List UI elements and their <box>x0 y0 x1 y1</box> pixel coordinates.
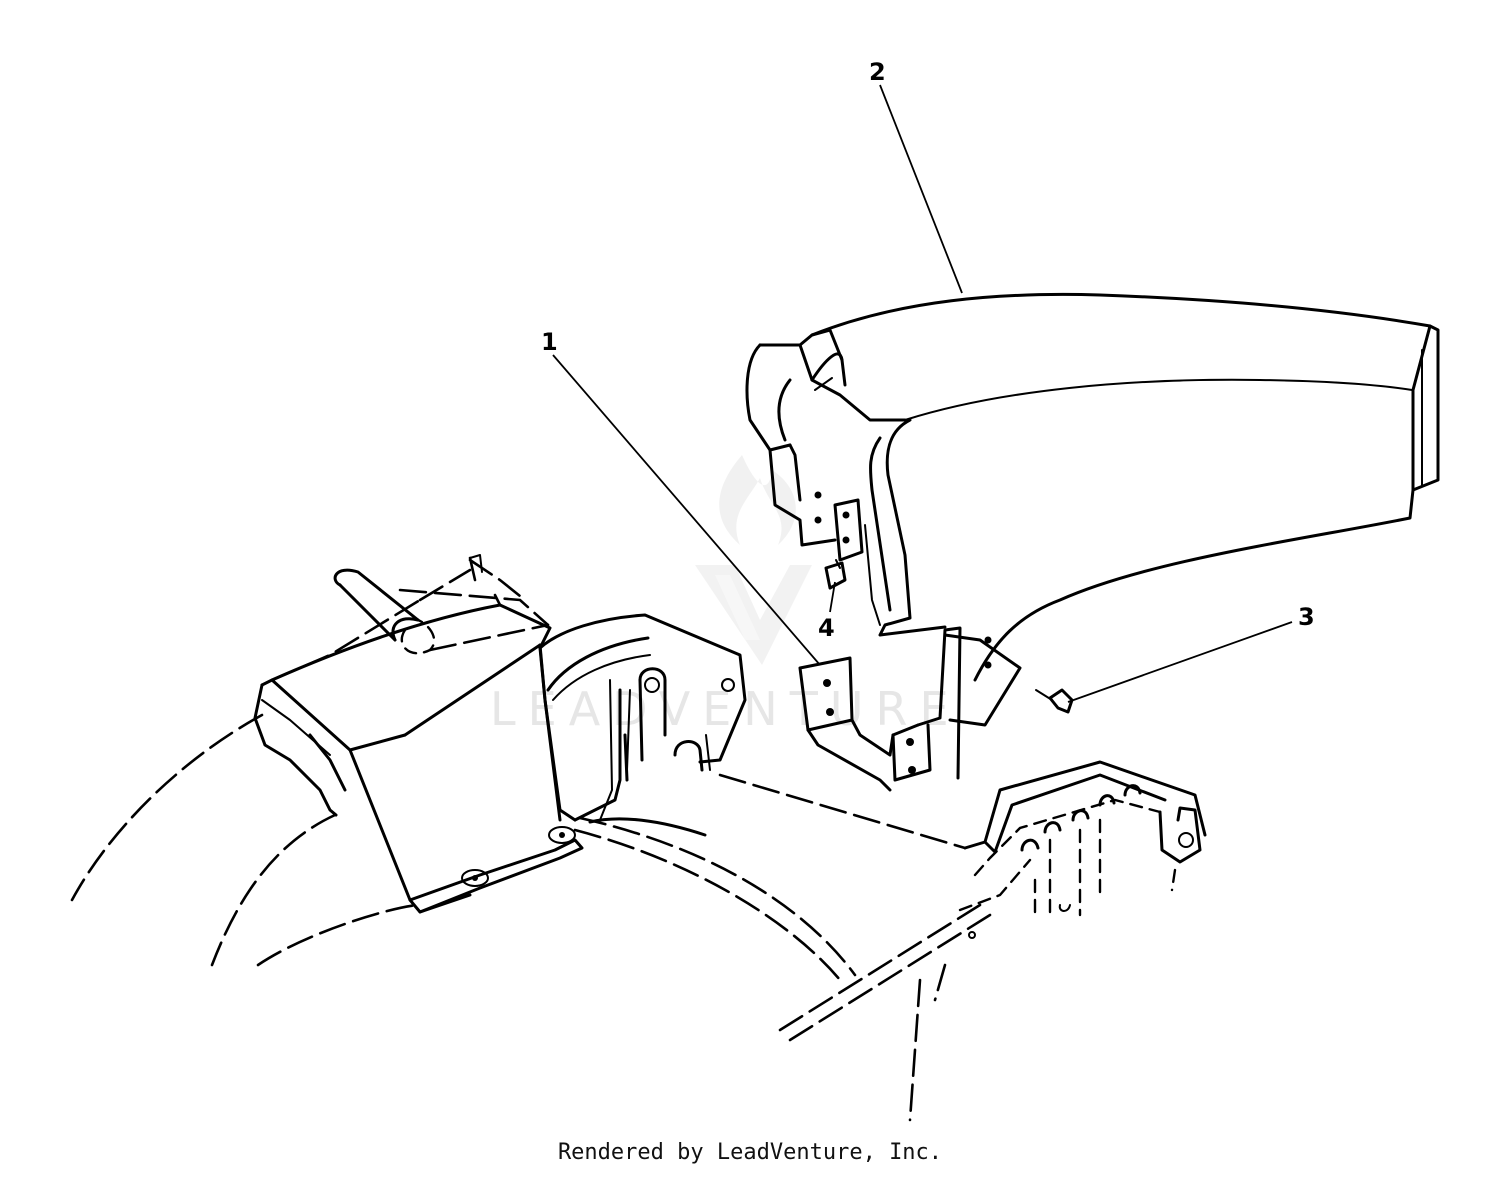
leader-line-1 <box>552 354 821 666</box>
callout-label-2: 2 <box>869 58 886 86</box>
callout-label-1: 1 <box>541 328 558 356</box>
part-1-bracket <box>798 626 962 792</box>
leader-line-3 <box>1067 621 1293 703</box>
leader-line-2 <box>879 84 963 294</box>
leader-line-4 <box>829 581 836 613</box>
callout-label-4: 4 <box>818 614 835 642</box>
footer-credit: Rendered by LeadVenture, Inc. <box>557 1140 943 1165</box>
mower-housing <box>70 554 1207 1122</box>
part-2-discharge-chute <box>745 292 1440 727</box>
callout-label-3: 3 <box>1298 603 1315 631</box>
watermark-logo-icon <box>695 455 812 665</box>
watermark-text: LEADVENTURE <box>490 682 961 736</box>
watermark: LEADVENTURE <box>490 455 961 736</box>
part-4-latch <box>824 498 864 590</box>
callouts: 1 2 3 4 <box>541 58 1315 703</box>
part-3-bolt <box>1035 688 1074 714</box>
